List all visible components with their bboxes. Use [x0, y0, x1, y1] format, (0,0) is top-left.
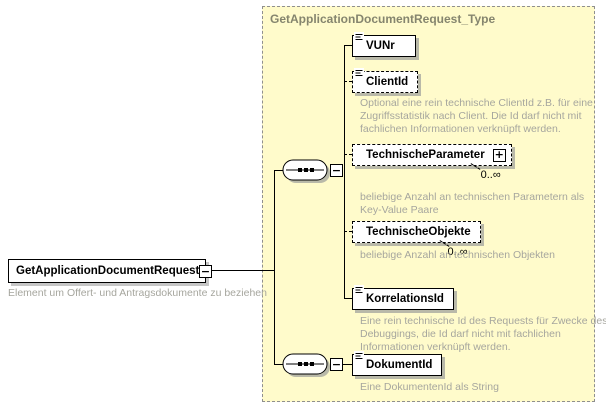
connector-trunk [274, 170, 275, 365]
occurrence-label: 0..∞ [480, 169, 501, 181]
connector-dokumentid [343, 364, 352, 365]
element-name: TechnischeParameter [366, 149, 485, 161]
connector-vunr [344, 45, 352, 46]
element-name: ClientId [366, 76, 409, 88]
plus-icon: + [494, 148, 504, 161]
text-content-icon [354, 32, 364, 43]
connector-children-trunk [344, 46, 345, 299]
minus-icon: − [200, 264, 211, 278]
complex-type-title: GetApplicationDocumentRequest_Type [270, 12, 496, 26]
collapse-button-sequence-1[interactable]: − [330, 164, 343, 177]
element-getapplicationdocumentrequest[interactable]: GetApplicationDocumentRequest [8, 259, 206, 283]
element-name: KorrelationsId [366, 293, 444, 305]
sequence-compositor-icon[interactable] [282, 157, 330, 185]
element-name: DokumentId [366, 359, 433, 371]
connector-clientid [344, 81, 352, 82]
occurrence-label: 0..∞ [447, 246, 468, 258]
element-name: TechnischeObjekte [366, 226, 471, 238]
annotation-root: Element um Offert- und Antragsdokumente … [8, 287, 267, 299]
annotation-korrelationsid: Eine rein technische Id des Requests für… [360, 315, 606, 353]
element-dokumentid[interactable]: DokumentId [352, 351, 443, 376]
connector-technischeobjekte [344, 231, 352, 232]
text-content-icon [354, 351, 364, 362]
element-name: VUNr [366, 40, 395, 52]
annotation-dokumentid: Eine DokumentenId als String [360, 381, 499, 393]
collapse-button-root[interactable]: − [199, 265, 212, 278]
connector-root-to-trunk [212, 270, 274, 271]
connector-technischeparameter [344, 154, 352, 155]
element-clientid[interactable]: ClientId [352, 68, 419, 93]
element-korrelationsid[interactable]: KorrelationsId [352, 285, 454, 310]
collapse-button-sequence-2[interactable]: − [330, 358, 343, 371]
text-content-icon [354, 285, 364, 296]
connector-to-sequence-1 [274, 170, 286, 171]
text-content-icon [354, 68, 364, 79]
connector-korrelationsid [344, 298, 352, 299]
element-name: GetApplicationDocumentRequest [16, 265, 200, 277]
annotation-clientid: Optional eine rein technische ClientId z… [360, 97, 593, 135]
minus-icon: − [331, 163, 342, 177]
element-technischeobjekte[interactable]: TechnischeObjekte 0..∞ [352, 221, 481, 258]
sequence-compositor-icon[interactable] [282, 351, 330, 379]
annotation-technischeobjekte: beliebige Anzahl an technischen Objekten [360, 249, 555, 261]
expand-button-technischeparameter[interactable]: + [492, 148, 506, 162]
minus-icon: − [331, 357, 342, 371]
annotation-technischeparameter: beliebige Anzahl an technischen Paramete… [360, 191, 585, 216]
connector-to-sequence-2 [274, 364, 286, 365]
element-vunr[interactable]: VUNr [352, 32, 416, 57]
complex-type-container [262, 6, 595, 402]
element-technischeparameter[interactable]: TechnischeParameter + 0..∞ [352, 144, 512, 181]
